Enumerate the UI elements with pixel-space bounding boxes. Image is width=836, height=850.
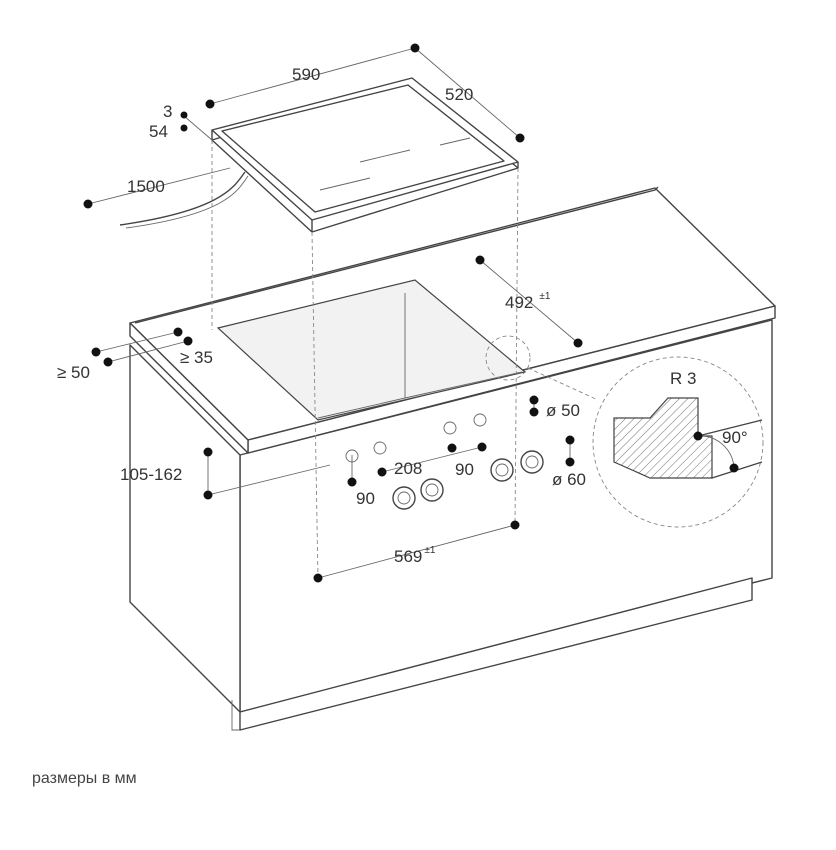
label-edge-radius: R 3 xyxy=(670,369,696,388)
units-caption: размеры в мм xyxy=(32,770,137,787)
label-knob-offset-right: 90 xyxy=(455,460,474,479)
label-cable-length: 1500 xyxy=(127,177,165,196)
label-knob-spacing: 208 xyxy=(394,459,422,478)
knob-holes xyxy=(345,413,487,463)
label-hob-height: 54 xyxy=(149,122,168,141)
power-cable xyxy=(119,171,246,226)
control-knobs xyxy=(392,450,544,510)
label-knob-area-height: 105-162 xyxy=(120,465,182,484)
label-knob-diameter: ø 60 xyxy=(552,470,586,489)
label-edge-angle: 90° xyxy=(722,428,748,447)
label-hob-depth: 520 xyxy=(445,85,473,104)
cabinet-plinth xyxy=(239,577,753,731)
worktop-side-edge xyxy=(129,322,249,454)
dimension-dots xyxy=(83,43,739,583)
edge-profile xyxy=(613,397,713,479)
label-min-rear-gap: ≥ 35 xyxy=(180,348,213,367)
detail-circle xyxy=(592,356,764,528)
label-hob-width: 590 xyxy=(292,65,320,84)
label-min-front-gap: ≥ 50 xyxy=(57,363,90,382)
label-glass-thickness: 3 xyxy=(163,102,172,121)
label-hole-diameter: ø 50 xyxy=(546,401,580,420)
label-knob-offset-left: 90 xyxy=(356,489,375,508)
label-cutout-depth: 492±1 xyxy=(505,291,551,312)
hob-glass xyxy=(221,84,505,213)
label-cutout-width: 569±1 xyxy=(394,545,436,566)
